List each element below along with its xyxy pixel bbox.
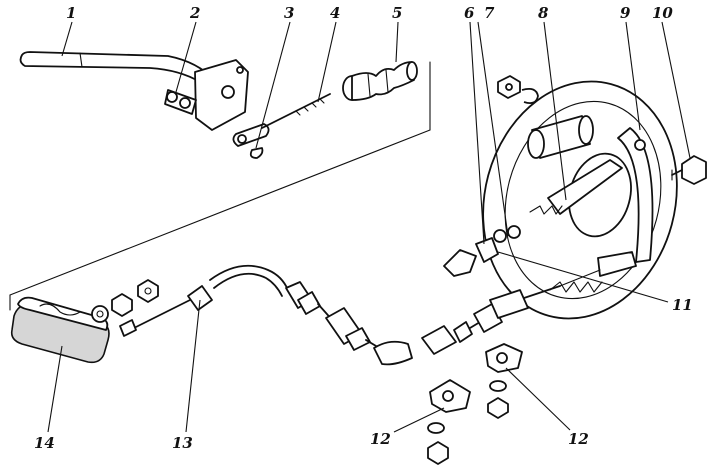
rubber-pad-with-fasteners — [10, 279, 159, 364]
label-10: 10 — [652, 4, 673, 22]
hand-lever — [19, 51, 215, 93]
label-6: 6 — [464, 4, 475, 22]
label-9: 9 — [620, 4, 631, 22]
cable-end-fitting — [443, 225, 521, 277]
clevis-and-rod — [232, 93, 331, 159]
adjuster-nut-set — [497, 75, 539, 105]
cable-connector-section — [325, 269, 601, 366]
label-13: 13 — [172, 434, 193, 452]
rubber-boot — [342, 61, 418, 101]
label-11: 11 — [672, 296, 693, 314]
label-2: 2 — [189, 4, 200, 22]
leader-lines — [47, 21, 691, 433]
label-3: 3 — [284, 4, 294, 22]
callout-labels: 1 2 3 4 5 6 7 8 9 10 11 12 12 13 14 — [34, 4, 693, 452]
cable-bracket-left — [427, 379, 471, 465]
label-4: 4 — [330, 4, 340, 22]
label-14: 14 — [34, 434, 55, 452]
brake-backing-plate — [482, 80, 678, 320]
assembly-frame-lines — [9, 61, 431, 311]
front-cable — [119, 264, 335, 337]
bolt — [671, 155, 707, 185]
label-5: 5 — [392, 4, 402, 22]
lever-bracket — [164, 59, 249, 131]
label-1: 1 — [66, 4, 76, 22]
cable-bracket-right — [485, 343, 523, 419]
label-12-left: 12 — [370, 430, 391, 448]
label-7: 7 — [484, 4, 495, 22]
label-8: 8 — [538, 4, 549, 22]
label-12-right: 12 — [568, 430, 589, 448]
